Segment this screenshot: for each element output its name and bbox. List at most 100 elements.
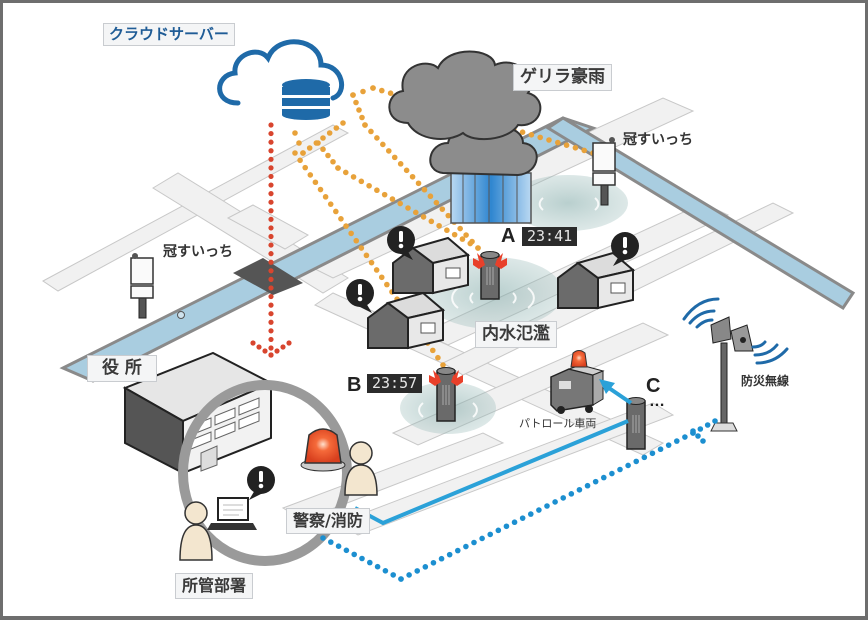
orange-dot (363, 252, 370, 259)
blue-dot (649, 450, 656, 457)
blue-dot (712, 418, 718, 424)
orange-dot (429, 347, 436, 354)
orange-dot (391, 154, 398, 161)
orange-dot (356, 107, 362, 113)
blue-dot (665, 442, 672, 448)
red-dot (268, 225, 274, 231)
blue-dot (584, 482, 591, 489)
red-dot (268, 251, 274, 257)
blue-dot (560, 495, 567, 501)
sensor-a-id: A (501, 225, 516, 247)
label-patrol-car: パトロール車両 (519, 417, 597, 430)
orange-dot (373, 267, 380, 273)
orange-dot (440, 362, 446, 368)
blue-dot (519, 515, 526, 521)
blue-dot (446, 551, 453, 558)
orange-dot (358, 178, 365, 185)
road-cross-1 (226, 204, 310, 250)
orange-dot (327, 201, 334, 207)
red-dot (268, 268, 274, 274)
orange-dot (546, 137, 552, 143)
blue-dot (617, 466, 623, 473)
orange-dot (338, 215, 344, 222)
blue-dot (320, 535, 326, 541)
red-dot (268, 293, 274, 300)
orange-dot (409, 173, 416, 180)
alert-icon (611, 232, 639, 266)
flood-switch-right (592, 137, 616, 206)
red-dot (268, 156, 274, 162)
orange-dot (330, 158, 336, 165)
blue-dot (503, 523, 510, 530)
orange-dot (306, 145, 313, 151)
red-dot (268, 319, 274, 325)
red-dot (268, 130, 274, 137)
orange-dot (436, 222, 442, 229)
label-department: 所管部署 (175, 573, 254, 599)
orange-dot (475, 245, 481, 251)
person-department-icon (179, 501, 213, 561)
sensor-post-a (480, 251, 500, 300)
orange-dot (381, 191, 388, 198)
orange-dot (353, 237, 360, 244)
red-dot (268, 148, 274, 154)
orange-dot (403, 167, 410, 174)
sensor-a-time: 23:41 (522, 227, 578, 246)
blue-dot (463, 543, 469, 550)
orange-dot (292, 130, 298, 136)
blue-dot (690, 428, 696, 434)
red-dot (268, 122, 274, 128)
orange-dot (342, 169, 349, 176)
red-dotted-line (250, 122, 292, 358)
orange-dot (459, 236, 466, 242)
arrow-to-car (599, 379, 633, 405)
blue-dot (657, 446, 664, 453)
red-dot (268, 208, 274, 214)
sensor-c-ellipsis: … (649, 393, 665, 410)
red-dot (262, 348, 268, 354)
orange-dot (412, 209, 419, 216)
orange-dot (320, 146, 326, 153)
storm-cloud-icon (388, 50, 542, 224)
orange-dot (415, 180, 422, 187)
blue-dot (398, 576, 404, 582)
orange-dot (312, 179, 319, 186)
orange-dot (358, 245, 365, 251)
orange-dot (320, 135, 326, 141)
blue-dot (673, 438, 680, 444)
blue-dot (695, 433, 701, 439)
orange-dot (370, 85, 376, 91)
orange-dot (374, 135, 380, 141)
red-dot (268, 199, 274, 205)
blue-dot (633, 458, 640, 465)
orange-dot (335, 165, 341, 171)
alert-icon (247, 466, 275, 500)
blue-dotted-line (320, 418, 718, 582)
orange-dot (439, 206, 446, 212)
sensor-b-id: B (347, 374, 362, 396)
red-dot (280, 344, 286, 350)
blue-dot (479, 535, 485, 542)
label-cloud-server: クラウドサーバー (103, 23, 235, 46)
blue-dot (536, 507, 542, 513)
orange-dot (333, 125, 340, 131)
label-flood-switch-left: 冠すいっち (163, 244, 233, 260)
orange-dot (445, 212, 452, 219)
orange-dot (457, 225, 463, 232)
orange-dot (397, 161, 404, 167)
red-dot (268, 242, 274, 248)
orange-dot (528, 132, 535, 138)
blue-dot (576, 486, 583, 493)
red-dot (268, 276, 274, 282)
label-city-hall: 役 所 (87, 355, 157, 382)
orange-dot (555, 139, 561, 146)
orange-dot (350, 174, 357, 180)
orange-dot (581, 147, 587, 154)
orange-dot (421, 186, 428, 193)
red-dot (268, 302, 274, 308)
orange-dot (420, 214, 427, 220)
orange-dot (325, 152, 331, 159)
orange-dot (343, 223, 349, 229)
orange-dot (451, 231, 458, 238)
cloud-server-icon (217, 39, 344, 120)
